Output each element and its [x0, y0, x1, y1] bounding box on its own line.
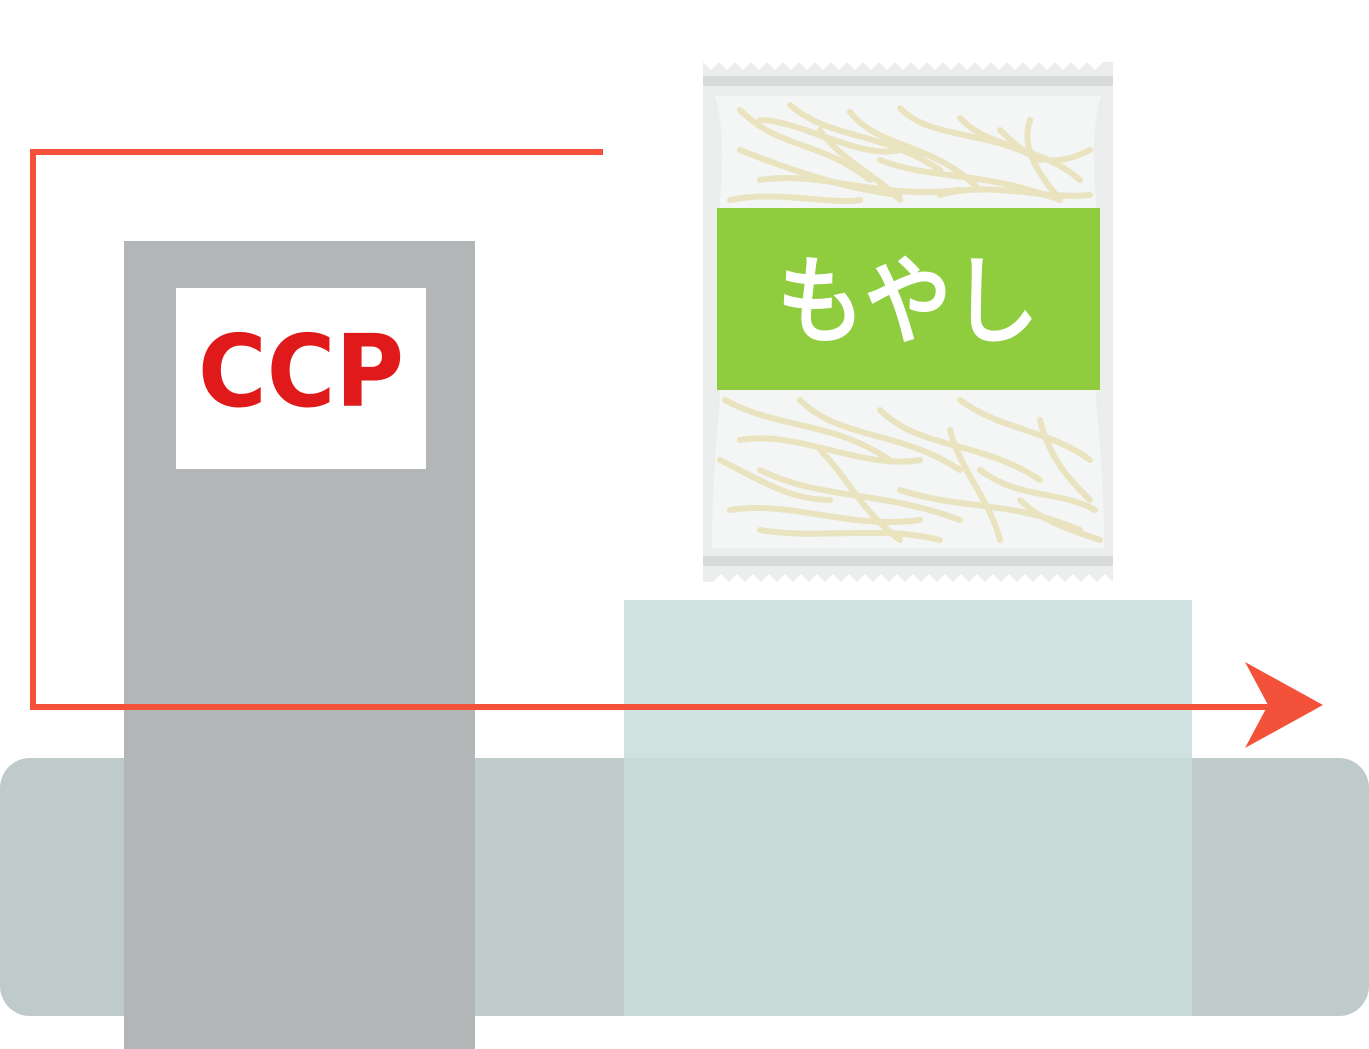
bean-sprouts [727, 102, 1093, 205]
ccp-station: CCP [124, 241, 475, 1049]
flow-path [30, 149, 1290, 710]
package-label: もやし [777, 246, 1039, 358]
bean-sprouts-lower [717, 397, 1103, 543]
process-flow-arrow [30, 149, 1323, 748]
ccp-label: CCP [198, 313, 404, 430]
package-top-seal [703, 76, 1113, 86]
package-label-band [717, 208, 1100, 390]
product-package: もやし [703, 62, 1113, 582]
ccp-label-plate [176, 288, 426, 469]
arrowhead-icon [1245, 662, 1323, 748]
inspection-zone [624, 600, 1192, 1016]
package-bottom-seal [703, 556, 1113, 566]
